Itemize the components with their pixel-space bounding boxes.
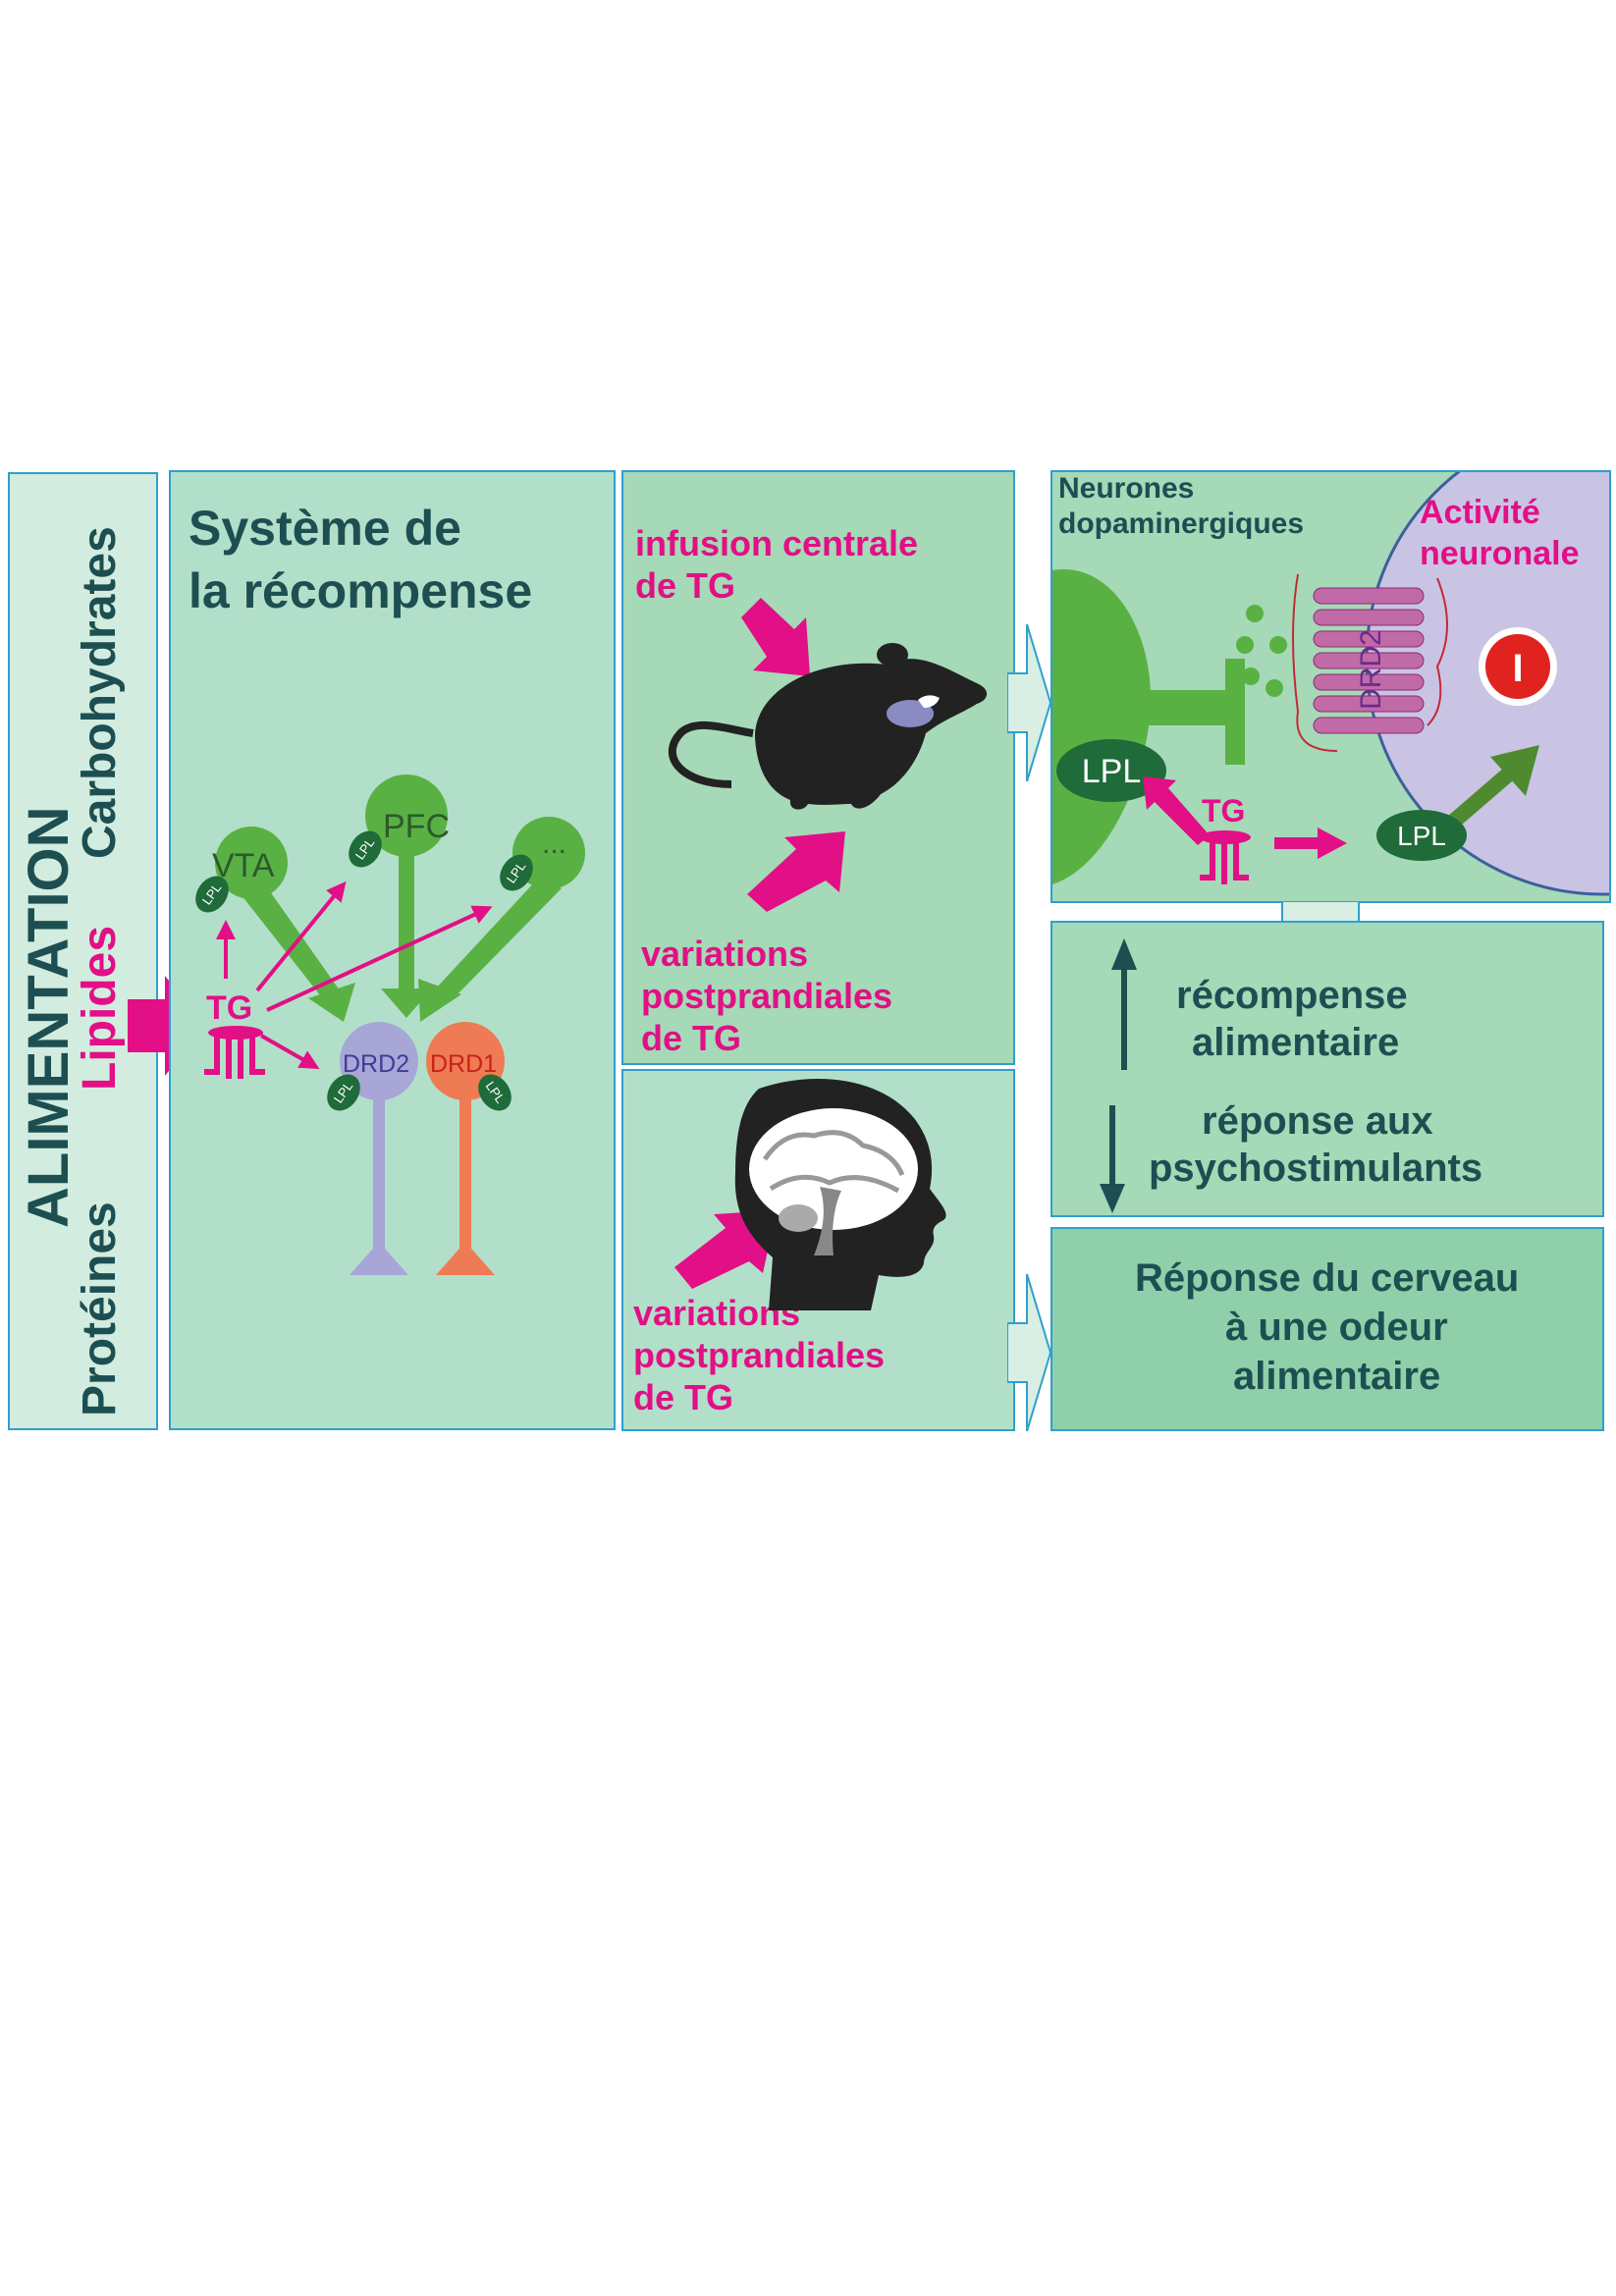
infusion-line1: infusion centrale [635, 523, 919, 563]
tg-projection-arrows [216, 881, 493, 1069]
reward-outcome-line2: alimentaire [1192, 1021, 1400, 1064]
activation-arrow [1445, 745, 1539, 830]
activity-label-line1: Activité [1420, 494, 1540, 531]
svg-text:I: I [1512, 647, 1523, 690]
mouse-icon [668, 643, 988, 810]
brain-variations-line3: de TG [633, 1377, 734, 1417]
lpl-presynaptic: LPL [1056, 739, 1166, 802]
odor-panel: Réponse du cerveau à une odeur alimentai… [1050, 1227, 1604, 1431]
lpl-badge-other: LPL [500, 854, 533, 891]
drd1-label: DRD1 [430, 1050, 497, 1078]
reward-system-panel: Système de la récompense VTA PFC ... DRD… [169, 470, 616, 1430]
vta-neuron [215, 827, 355, 1022]
neurons-label-line1: Neurones [1058, 472, 1195, 505]
food-proteins: Protéines [74, 1201, 126, 1416]
drd2-neuron [340, 1022, 418, 1275]
flow-arrow-top [1007, 624, 1052, 781]
neuron-tg-receptor-icon [1200, 830, 1251, 884]
reward-outcome-line1: récompense [1176, 974, 1408, 1017]
drd2-label: DRD2 [343, 1050, 409, 1078]
increase-arrow-icon [1111, 938, 1137, 1070]
odor-line3: alimentaire [1233, 1355, 1441, 1398]
lpl-badge-drd2: LPL [327, 1074, 360, 1111]
dopaminergic-panel: DRD2 I LPL LPL TG [1050, 470, 1611, 903]
svg-text:LPL: LPL [1082, 753, 1142, 790]
stimulants-line2: psychostimulants [1149, 1147, 1483, 1190]
reward-title-line2: la récompense [189, 563, 533, 618]
infusion-arrow [741, 598, 810, 676]
neurons-label-line2: dopaminergiques [1058, 507, 1305, 540]
dopaminergic-neuron [1052, 569, 1245, 884]
other-regions-label: ... [542, 828, 566, 860]
odor-line2: à une odeur [1225, 1306, 1448, 1349]
infusion-line2: de TG [635, 565, 736, 606]
outcome-panel: récompense alimentaire réponse aux psych… [1050, 921, 1604, 1217]
food-bar-panel: ALIMENTATION Protéines Lipides Carbohydr… [8, 472, 158, 1430]
odor-line1: Réponse du cerveau [1135, 1256, 1520, 1300]
decrease-arrow-icon [1100, 1105, 1125, 1213]
mouse-panel: infusion centrale de TG variations postp… [621, 470, 1015, 1065]
dopamine-vesicles [1236, 605, 1287, 697]
mouse-variations-line3: de TG [641, 1018, 742, 1058]
food-carbohydrates: Carbohydrates [74, 526, 126, 859]
food-lipids: Lipides [74, 925, 126, 1091]
brain-variations-line2: postprandiales [633, 1335, 886, 1375]
food-title: ALIMENTATION [17, 806, 81, 1228]
drd2-receptor-label: DRD2 [1355, 629, 1387, 710]
stimulants-line1: réponse aux [1202, 1099, 1433, 1143]
mouse-variations-line1: variations [641, 934, 809, 974]
head-brain-icon [734, 1078, 946, 1310]
pfc-neuron [365, 774, 448, 1018]
brain-panel: variations postprandiales de TG [621, 1069, 1015, 1431]
lpl-badge-vta: LPL [195, 876, 229, 913]
neuron-tg-arrows [1143, 776, 1347, 859]
drd2-receptor-icon [1292, 573, 1448, 752]
tg-label: TG [206, 989, 252, 1027]
pfc-label: PFC [383, 808, 450, 845]
activity-label-line2: neuronale [1420, 535, 1580, 572]
reward-title-line1: Système de [189, 501, 461, 556]
inhibit-icon: I [1479, 627, 1557, 706]
lpl-postsynaptic: LPL [1376, 810, 1467, 861]
tg-receptor-icon [204, 1026, 265, 1079]
variations-arrow [747, 831, 845, 912]
lpl-badge-drd1: LPL [478, 1074, 512, 1111]
reward-circuit-diagram: VTA PFC ... DRD2 DRD1 LPL LPL LPL [195, 774, 585, 1275]
flow-arrow-bottom [1007, 1274, 1052, 1431]
lipid-input-arrow [128, 976, 204, 1076]
svg-text:LPL: LPL [1397, 821, 1446, 851]
lpl-badge-pfc: LPL [349, 830, 382, 868]
neuron-tg-label: TG [1202, 793, 1245, 828]
mouse-variations-line2: postprandiales [641, 976, 893, 1016]
